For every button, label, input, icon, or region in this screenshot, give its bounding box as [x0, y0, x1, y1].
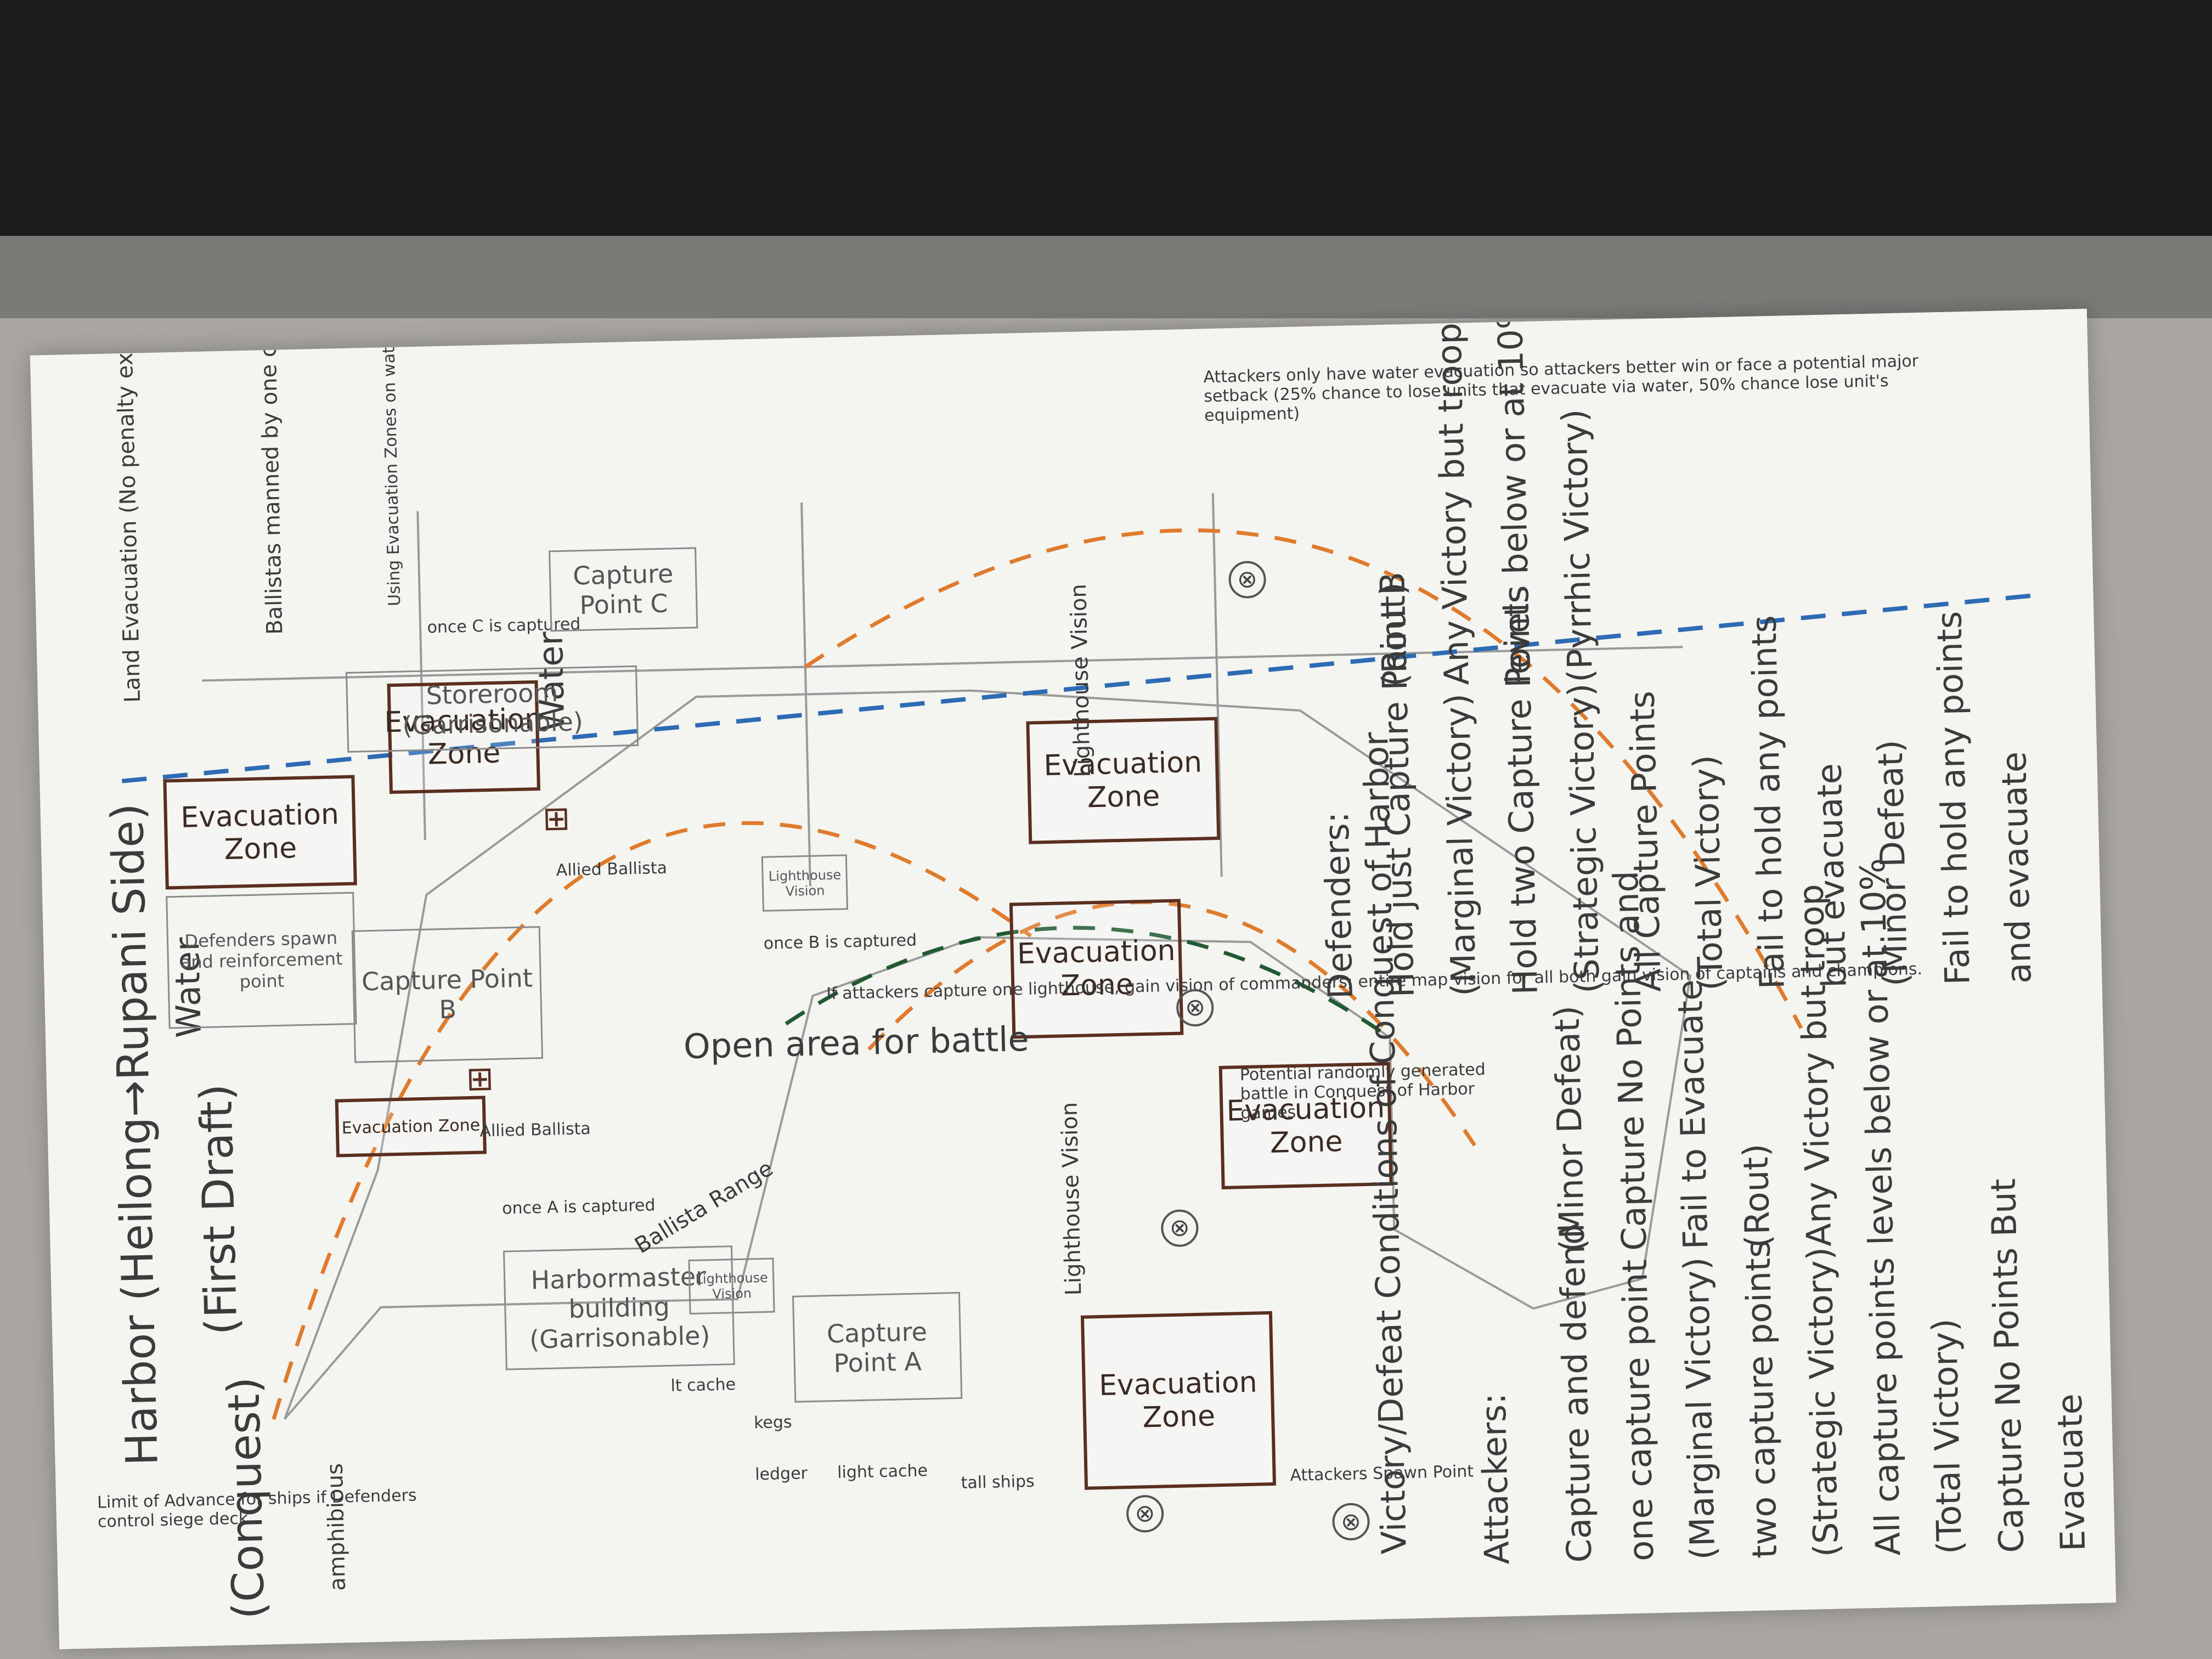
defenders-line: (Marginal Victory) — [1436, 692, 1484, 997]
map-drawing — [121, 493, 2039, 1420]
defenders-line: (Rout) — [1372, 582, 1415, 687]
ledger-label: ledger — [754, 1464, 808, 1485]
defenders-spawn-point: Defenders spawn and reinforcement point — [165, 891, 357, 1029]
attackers-line: (Minor Defeat) — [1547, 1005, 1593, 1253]
open-area-note: once B is captured — [763, 930, 917, 953]
lighthouse-a: Lighthouse Vision — [688, 1257, 775, 1314]
harbor-outline — [283, 689, 1691, 1420]
defenders-line: Fail to hold any points — [1928, 610, 1978, 985]
lighthouse-b: Lighthouse Vision — [761, 854, 849, 912]
allied-ballista-right-label: Allied Ballista — [555, 859, 668, 881]
defenders-line: Any Victory but troop — [1428, 322, 1477, 686]
desk-dark-edge — [0, 0, 2212, 236]
advance-limit-note: Limit of Advance for ships if Defenders … — [97, 1485, 417, 1532]
defenders-line: levels below or at 10% — [1489, 308, 1538, 685]
defenders-line: Fail to hold any points — [1743, 614, 1792, 990]
defenders-label: Defenders: — [1316, 811, 1361, 1000]
evacuation-zone-c: Evacuation Zone — [1009, 899, 1184, 1039]
attackers-line: (Marginal Victory) — [1675, 1256, 1723, 1561]
attackers-spawn-icon-a: ⊗ — [1125, 1494, 1164, 1533]
evacuation-zone-a: Evacuation Zone — [1080, 1311, 1277, 1490]
limit-of-advance-line — [121, 592, 2039, 783]
attackers-line: Capture and defend — [1551, 1223, 1600, 1564]
defenders-line: (Minor Defeat) — [1870, 738, 1916, 987]
attackers-line: (Rout) — [1735, 1143, 1778, 1249]
sheet-mode-note: amphibious — [322, 1463, 351, 1592]
light-cache-label: light cache — [837, 1461, 928, 1482]
defenders-line: and evacuate — [1993, 751, 2039, 984]
harbormaster-note: once A is captured — [501, 1195, 656, 1218]
attackers-spawn-icon-b: ⊗ — [1160, 1209, 1199, 1248]
vision-arc-left — [272, 821, 1032, 1420]
paper-sheet: Harbor (Heilong→Rupani Side) (First Draf… — [30, 308, 2116, 1649]
defenders-line: (Pyrrhic Victory) — [1554, 409, 1600, 683]
pier-mid — [800, 502, 811, 887]
capture-point-b: Capture Point B — [351, 926, 543, 1063]
attackers-line: Fail to Evacuate — [1669, 979, 1716, 1250]
storeroom: Storeroom (Garrisonable) — [346, 665, 639, 753]
defenders-line: (Strategic Victory) — [1560, 682, 1607, 994]
evacuation-zone-d: Evacuation Zone — [1025, 716, 1221, 844]
allied-ballista-left-label: Allied Ballista — [479, 1119, 591, 1141]
attackers-spawn-icon-d: ⊗ — [1228, 560, 1266, 599]
attackers-label: Attackers: — [1473, 1392, 1517, 1565]
sheet-draft: (First Draft) — [190, 1082, 247, 1335]
ballista-range-arc — [785, 926, 1391, 1039]
pier-right — [1211, 493, 1223, 877]
capture-point-a: Capture Point A — [792, 1292, 962, 1403]
defenders-line: but evacuate — [1808, 762, 1854, 988]
allied-ballista-left-icon: ⊞ — [465, 1059, 494, 1099]
evacuation-zone-small: Evacuation Zone — [335, 1096, 487, 1158]
vision-arc-center — [867, 900, 1476, 1147]
attackers-line: two capture points — [1737, 1240, 1785, 1559]
desk-surface — [0, 236, 2212, 318]
tall-ships-label: tall ships — [960, 1471, 1035, 1493]
vision-arc-right — [804, 528, 1803, 1029]
open-area-label: Open area for battle — [682, 1018, 1029, 1067]
defenders-line: All Capture Points — [1622, 690, 1669, 992]
lighthouse-vision-label-b: Lighthouse Vision — [1065, 583, 1096, 778]
attackers-line: (Total Victory) — [1924, 1318, 1970, 1555]
evacuation-zone-top: Evacuation Zone — [162, 775, 357, 890]
defenders-line: (Total Victory) — [1685, 754, 1731, 991]
attackers-line: All capture points — [1861, 1257, 1908, 1556]
attackers-line: Evacuate — [2049, 1393, 2094, 1552]
lighthouse-vision-label-a: Lighthouse Vision — [1057, 1101, 1087, 1296]
lt-cache-label: lt cache — [670, 1374, 736, 1396]
attackers-line: one capture point — [1614, 1259, 1661, 1562]
attackers-line: (Strategic Victory) — [1799, 1246, 1847, 1558]
attackers-line: Capture No Points But — [1983, 1178, 2032, 1554]
kegs-label: kegs — [753, 1412, 792, 1432]
capture-point-c: Capture Point C — [549, 547, 698, 632]
allied-ballista-right-icon: ⊞ — [541, 799, 571, 838]
